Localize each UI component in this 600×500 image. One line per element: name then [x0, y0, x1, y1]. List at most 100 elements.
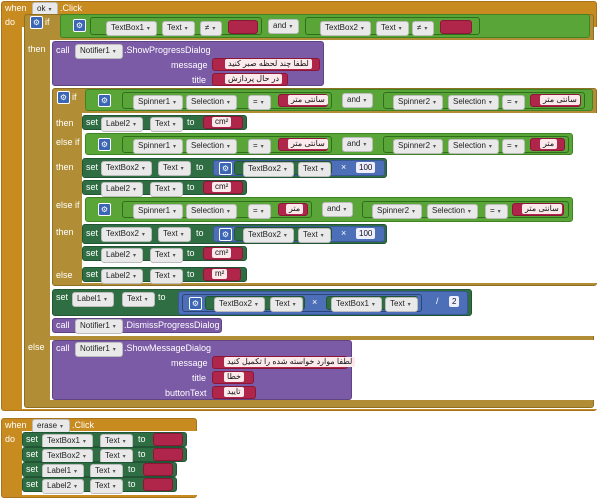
to-label: to — [187, 117, 195, 127]
confirm-text-value: تایید — [224, 387, 244, 397]
then-label: then — [56, 227, 74, 237]
divide-operator: / — [436, 296, 439, 306]
neq-operator-dropdown[interactable]: ≠ — [200, 21, 223, 36]
number-100[interactable]: 100 — [356, 162, 376, 173]
empty-string-block[interactable] — [228, 20, 258, 34]
string-value: cm² — [212, 248, 232, 258]
spinner2-dropdown[interactable]: Spinner2 — [393, 139, 444, 154]
error-title-value: خطا — [224, 372, 244, 382]
textbox2-dropdown[interactable]: TextBox2 — [243, 162, 294, 177]
and-operator-dropdown[interactable]: and — [322, 202, 354, 217]
selection-dropdown[interactable]: Selection — [427, 204, 478, 219]
empty-string-block[interactable] — [153, 433, 183, 446]
text-prop-dropdown[interactable]: Text — [150, 248, 183, 263]
set-label: set — [86, 117, 99, 127]
textbox1-dropdown[interactable]: TextBox1 — [106, 21, 157, 36]
set-label: set — [56, 292, 69, 302]
neq-operator-dropdown[interactable]: ≠ — [412, 21, 435, 36]
math-gear-icon[interactable]: ⚙ — [219, 228, 232, 241]
label2-dropdown[interactable]: Label2 — [101, 248, 144, 263]
text-prop-dropdown[interactable]: Text — [158, 161, 191, 176]
textbox2-dropdown[interactable]: TextBox2 — [101, 161, 152, 176]
text-prop-dropdown[interactable]: Text — [150, 269, 183, 284]
selection-dropdown[interactable]: Selection — [448, 139, 499, 154]
and-operator-dropdown[interactable]: and — [268, 19, 300, 34]
selection-dropdown[interactable]: Selection — [186, 95, 237, 110]
to-label: to — [187, 269, 195, 279]
text-prop-dropdown[interactable]: Text — [298, 162, 331, 177]
eq-operator-dropdown[interactable]: = — [248, 95, 271, 110]
times-operator: × — [341, 162, 347, 172]
spinner1-dropdown[interactable]: Spinner1 — [133, 139, 184, 154]
empty-string-block[interactable] — [153, 448, 183, 461]
eq-operator-dropdown[interactable]: = — [248, 139, 271, 154]
selection-dropdown[interactable]: Selection — [186, 139, 237, 154]
eq-operator-dropdown[interactable]: = — [502, 139, 525, 154]
text-prop-dropdown[interactable]: Text — [270, 297, 303, 312]
call-label: call — [56, 343, 70, 353]
error-message-value: لطفا موارد خواسته شده را تکمیل کنید — [224, 357, 356, 367]
empty-string-block[interactable] — [143, 478, 173, 491]
inner-gear-icon[interactable]: ⚙ — [57, 91, 70, 104]
number-100[interactable]: 100 — [356, 228, 376, 239]
notifier1-dropdown[interactable]: Notifier1 — [75, 342, 123, 357]
else-label: else — [56, 270, 73, 280]
text-prop-dropdown[interactable]: Text — [298, 228, 331, 243]
label1-dropdown[interactable]: Label1 — [72, 292, 115, 307]
textbox2-dropdown[interactable]: TextBox2 — [214, 297, 265, 312]
label2-dropdown[interactable]: Label2 — [42, 479, 85, 494]
do-label: do — [5, 434, 16, 444]
textbox2-dropdown[interactable]: TextBox2 — [320, 21, 371, 36]
text-prop-dropdown[interactable]: Text — [162, 21, 195, 36]
label2-dropdown[interactable]: Label2 — [101, 117, 144, 132]
selection-dropdown[interactable]: Selection — [448, 95, 499, 110]
notifier1-dropdown[interactable]: Notifier1 — [75, 319, 123, 334]
title-param: title — [192, 75, 207, 85]
and-gear-icon[interactable]: ⚙ — [98, 203, 111, 216]
text-prop-dropdown[interactable]: Text — [376, 21, 409, 36]
number-2[interactable]: 2 — [449, 296, 460, 307]
method-label: .ShowProgressDialog — [124, 45, 211, 55]
math-gear-icon[interactable]: ⚙ — [219, 162, 232, 175]
mutator-gear-icon[interactable]: ⚙ — [30, 16, 43, 29]
text-prop-dropdown[interactable]: Text — [150, 117, 183, 132]
text-prop-dropdown[interactable]: Text — [385, 297, 418, 312]
eq-operator-dropdown[interactable]: = — [248, 204, 271, 219]
notifier1-dropdown[interactable]: Notifier1 — [75, 44, 123, 59]
when-label: when — [5, 420, 27, 430]
textbox2-dropdown[interactable]: TextBox2 — [101, 227, 152, 242]
textbox1-dropdown[interactable]: TextBox1 — [331, 297, 382, 312]
textbox2-dropdown[interactable]: TextBox2 — [243, 228, 294, 243]
label2-dropdown[interactable]: Label2 — [101, 269, 144, 284]
text-prop-dropdown[interactable]: Text — [158, 227, 191, 242]
text-prop-dropdown[interactable]: Text — [90, 479, 123, 494]
buttontext-param: buttonText — [165, 388, 207, 398]
empty-string-block[interactable] — [440, 20, 472, 34]
selection-dropdown[interactable]: Selection — [186, 204, 237, 219]
set-label: set — [26, 464, 39, 474]
to-label: to — [138, 449, 146, 459]
text-prop-dropdown[interactable]: Text — [150, 182, 183, 197]
and-gear-icon[interactable]: ⚙ — [73, 19, 86, 32]
spinner1-dropdown[interactable]: Spinner1 — [133, 95, 184, 110]
and-operator-dropdown[interactable]: and — [342, 137, 374, 152]
message-param: message — [171, 358, 208, 368]
and-gear-icon[interactable]: ⚙ — [98, 94, 111, 107]
and-operator-dropdown[interactable]: and — [342, 93, 374, 108]
and-gear-icon[interactable]: ⚙ — [98, 138, 111, 151]
set-label: set — [26, 449, 39, 459]
text-prop-dropdown[interactable]: Text — [122, 292, 155, 307]
spinner2-dropdown[interactable]: Spinner2 — [372, 204, 423, 219]
progress-message-value: لطفا چند لحظه صبر کنید — [225, 59, 312, 69]
to-label: to — [196, 228, 204, 238]
then-label: then — [28, 44, 46, 54]
spinner1-dropdown[interactable]: Spinner1 — [133, 204, 184, 219]
string-value: cm² — [212, 182, 232, 192]
set-label: set — [86, 269, 99, 279]
math-gear-icon[interactable]: ⚙ — [189, 297, 202, 310]
empty-string-block[interactable] — [143, 463, 173, 476]
eq-operator-dropdown[interactable]: = — [485, 204, 508, 219]
spinner2-dropdown[interactable]: Spinner2 — [393, 95, 444, 110]
label2-dropdown[interactable]: Label2 — [101, 182, 144, 197]
eq-operator-dropdown[interactable]: = — [502, 95, 525, 110]
